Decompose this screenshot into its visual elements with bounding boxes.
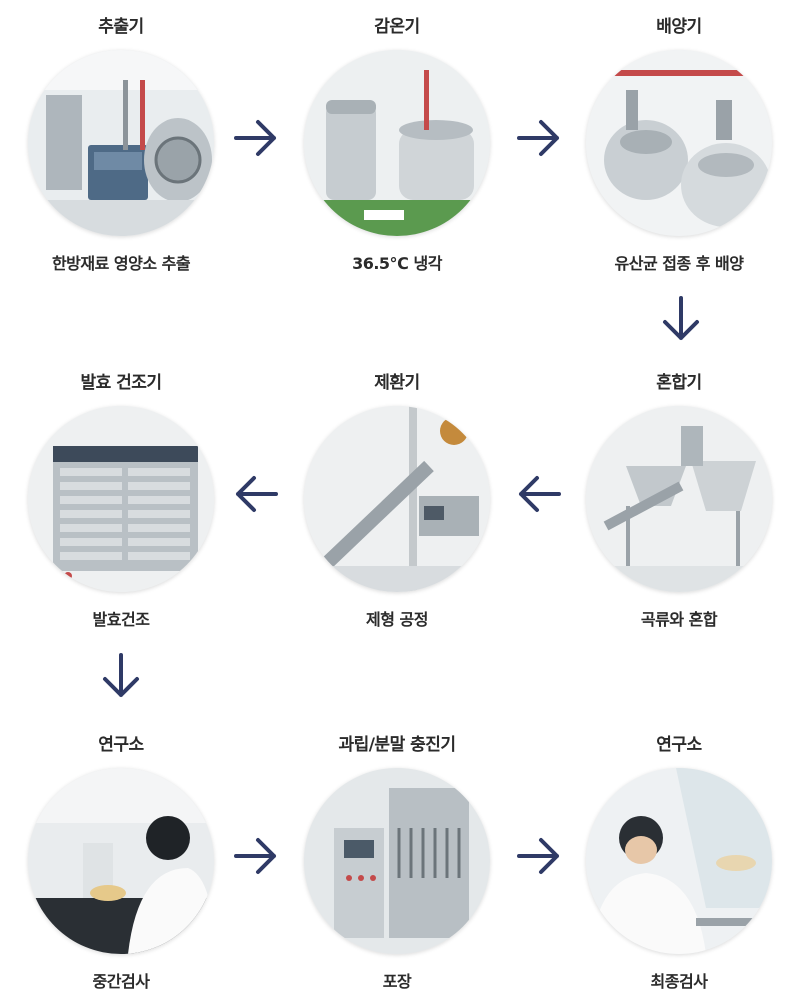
arrow-right-icon: [517, 836, 561, 876]
step-title: 혼합기: [656, 373, 702, 393]
step-caption: 발효건조: [92, 610, 150, 629]
arrow-down-icon: [101, 653, 141, 699]
step-caption: 유산균 접종 후 배양: [614, 254, 744, 273]
pill-forming-machine-icon: [304, 406, 490, 592]
step-title: 추출기: [98, 17, 144, 37]
step-caption: 최종검사: [650, 972, 708, 991]
extractor-machine-icon: [28, 50, 214, 236]
step-title: 배양기: [656, 17, 702, 37]
cooling-tank-icon: [304, 50, 490, 236]
step-caption: 중간검사: [92, 972, 150, 991]
step-title: 제환기: [374, 373, 420, 393]
arrow-left-icon: [517, 474, 561, 514]
lab-researcher-icon: [586, 768, 772, 954]
step-title: 과립/분말 충진기: [338, 735, 456, 755]
microscope-researcher-icon: [28, 768, 214, 954]
step-title: 연구소: [656, 735, 702, 755]
step-title: 감온기: [374, 17, 420, 37]
arrow-right-icon: [234, 118, 278, 158]
packaging-machine-icon: [304, 768, 490, 954]
step-caption: 곡류와 혼합: [640, 610, 718, 629]
step-caption: 한방재료 영양소 추출: [51, 254, 191, 273]
step-title: 발효 건조기: [80, 373, 162, 393]
drying-rack-icon: [28, 406, 214, 592]
step-title: 연구소: [98, 735, 144, 755]
arrow-left-icon: [234, 474, 278, 514]
step-caption: 포장: [382, 972, 412, 991]
mixer-machine-icon: [586, 406, 772, 592]
arrow-down-icon: [661, 296, 701, 342]
arrow-right-icon: [517, 118, 561, 158]
fermentation-tank-icon: [586, 50, 772, 236]
step-caption: 제형 공정: [366, 610, 428, 629]
arrow-right-icon: [234, 836, 278, 876]
step-caption: 36.5℃ 냉각: [352, 254, 442, 273]
